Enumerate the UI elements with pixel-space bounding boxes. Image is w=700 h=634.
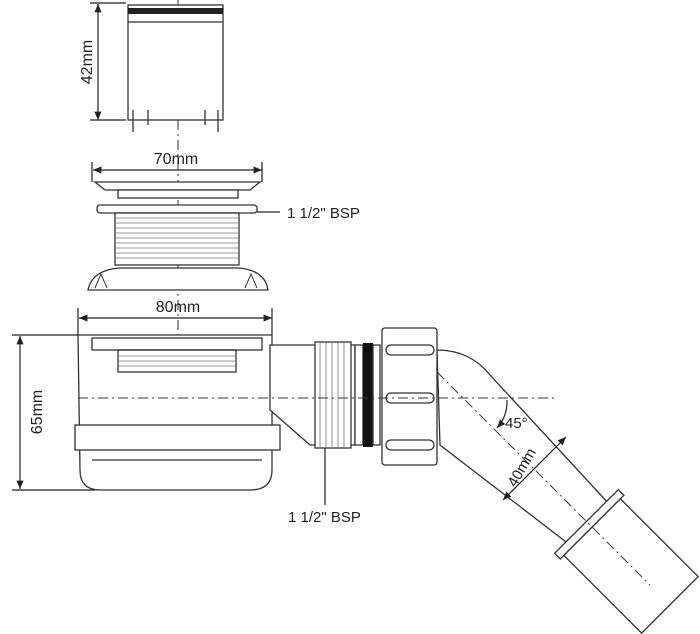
elbow-45 <box>436 349 700 634</box>
dimension-42mm: 42mm <box>79 2 126 121</box>
label-42mm: 42mm <box>79 40 96 84</box>
angle-arc <box>496 399 508 429</box>
back-nut <box>87 267 269 291</box>
seal-washer <box>354 343 381 447</box>
label-80mm: 80mm <box>156 299 200 316</box>
dimension-80mm: 80mm <box>77 299 273 335</box>
label-outlet-thread: 1 1/2" BSP <box>288 509 361 526</box>
dome-cap <box>127 4 224 132</box>
dimension-40mm-line <box>502 436 567 501</box>
dimension-65mm: 65mm <box>12 334 95 491</box>
label-70mm: 70mm <box>154 151 198 168</box>
trap-body <box>74 334 281 491</box>
union-nut <box>381 327 438 466</box>
waste-flange <box>93 181 262 266</box>
label-45-degrees: 45° <box>505 415 528 432</box>
label-65mm: 65mm <box>29 390 46 434</box>
label-flange-thread: 1 1/2" BSP <box>287 205 360 222</box>
dimension-70mm: 70mm <box>91 151 263 182</box>
outlet-spigot <box>269 341 356 449</box>
